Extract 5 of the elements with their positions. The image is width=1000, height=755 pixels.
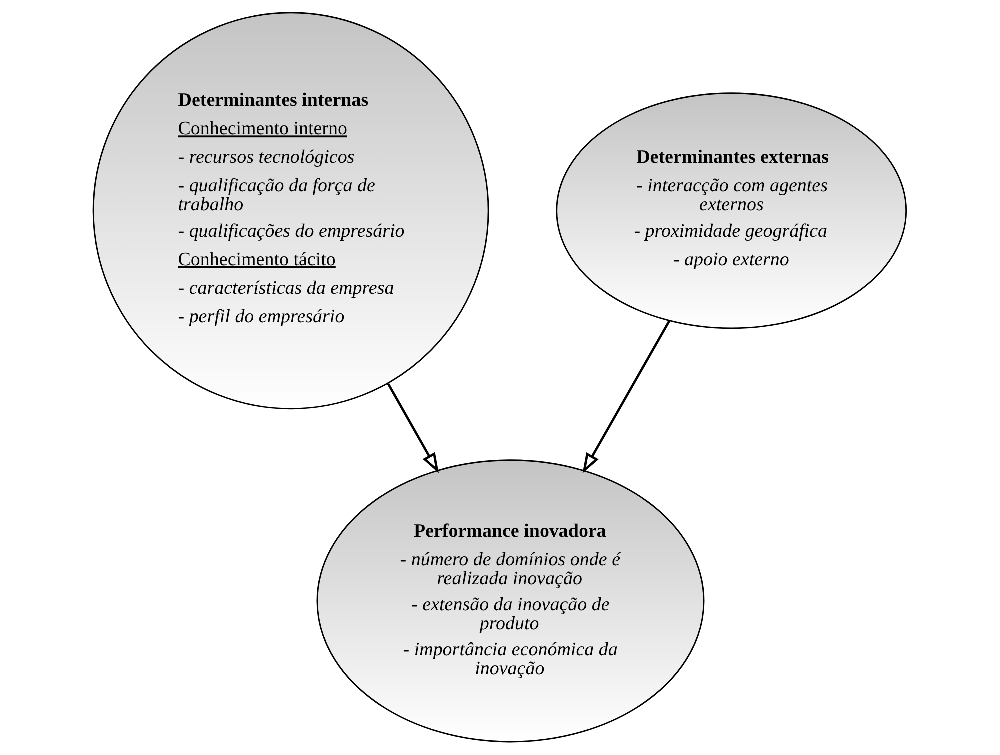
node-ellipse: Performance inovadora - número de domínios onde é realizada inovação - extensão da inovação de produto - importância económica da inovação <box>316 460 705 743</box>
node-ellipse: Determinantes externas - interacção com agentes externos - proximidade geográfica - apoio externo <box>556 92 908 330</box>
arrow <box>387 383 440 474</box>
arrow <box>582 320 671 474</box>
node-circle: Determinantes internas Conhecimento interno - recursos tecnológicos - qualificação da força de trabalho - qualificações do empresário Conhecimento tácito - características da empresa - perfil do empresário <box>92 12 490 410</box>
